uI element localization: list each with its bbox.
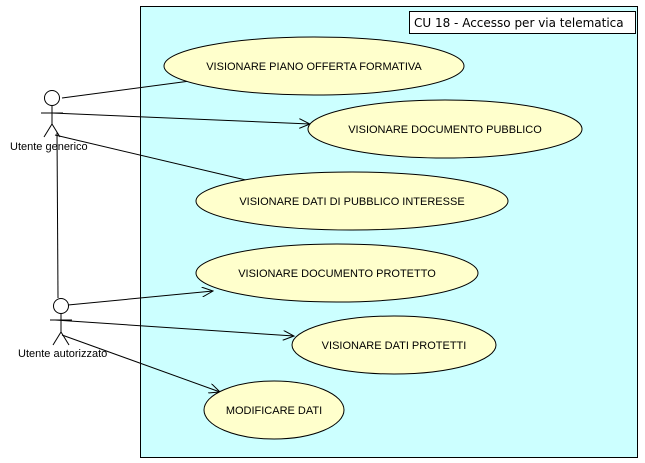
association-generic-uc3 xyxy=(54,134,251,182)
use-case-1: VISIONARE PIANO OFFERTA FORMATIVA xyxy=(163,36,465,96)
use-case-2: VISIONARE DOCUMENTO PUBBLICO xyxy=(307,99,583,159)
use-case-6: MODIFICARE DATI xyxy=(203,380,345,440)
use-case-6-shape xyxy=(203,380,345,440)
actor-generic-head xyxy=(44,90,60,106)
use-case-3-shape xyxy=(195,171,509,231)
association-generic-uc2 xyxy=(51,112,310,124)
use-case-3: VISIONARE DATI DI PUBBLICO INTERESSE xyxy=(195,171,509,231)
actor-generic-label: Utente generico xyxy=(10,141,88,153)
use-case-1-shape xyxy=(163,36,465,96)
use-case-5-shape xyxy=(291,315,497,375)
use-case-4-shape xyxy=(195,243,479,303)
actor-authorized-leg-left xyxy=(52,331,62,346)
use-case-4: VISIONARE DOCUMENTO PROTETTO xyxy=(195,243,479,303)
association-authorized-uc5 xyxy=(54,319,294,336)
association-authorized-uc4 xyxy=(67,291,213,306)
actor-authorized-label: Utente autorizzato xyxy=(18,348,107,360)
association-generic-uc1 xyxy=(61,80,191,99)
use-case-5: VISIONARE DATI PROTETTI xyxy=(291,315,497,375)
use-case-6-label: MODIFICARE DATI xyxy=(226,405,322,417)
use-case-4-label: VISIONARE DOCUMENTO PROTETTO xyxy=(238,268,436,280)
use-case-2-label: VISIONARE DOCUMENTO PUBBLICO xyxy=(348,124,542,136)
actor-authorized-leg-right xyxy=(60,331,70,346)
actor-generic-leg-right xyxy=(51,123,61,138)
association-authorized-uc6 xyxy=(61,334,220,392)
system-title: CU 18 - Accesso per via telematica xyxy=(414,16,624,30)
system-title-box xyxy=(409,11,636,34)
actor-authorized: Utente autorizzato xyxy=(18,298,107,360)
use-case-1-label: VISIONARE PIANO OFFERTA FORMATIVA xyxy=(206,61,422,73)
use-case-5-label: VISIONARE DATI PROTETTI xyxy=(322,340,467,352)
actor-generic-leg-left xyxy=(43,123,53,138)
use-case-2-shape xyxy=(307,99,583,159)
actor-generic: Utente generico xyxy=(10,90,88,153)
generalization-authorized-generic xyxy=(56,131,59,299)
actor-authorized-head xyxy=(53,298,69,314)
use-case-3-label: VISIONARE DATI DI PUBBLICO INTERESSE xyxy=(239,196,464,208)
